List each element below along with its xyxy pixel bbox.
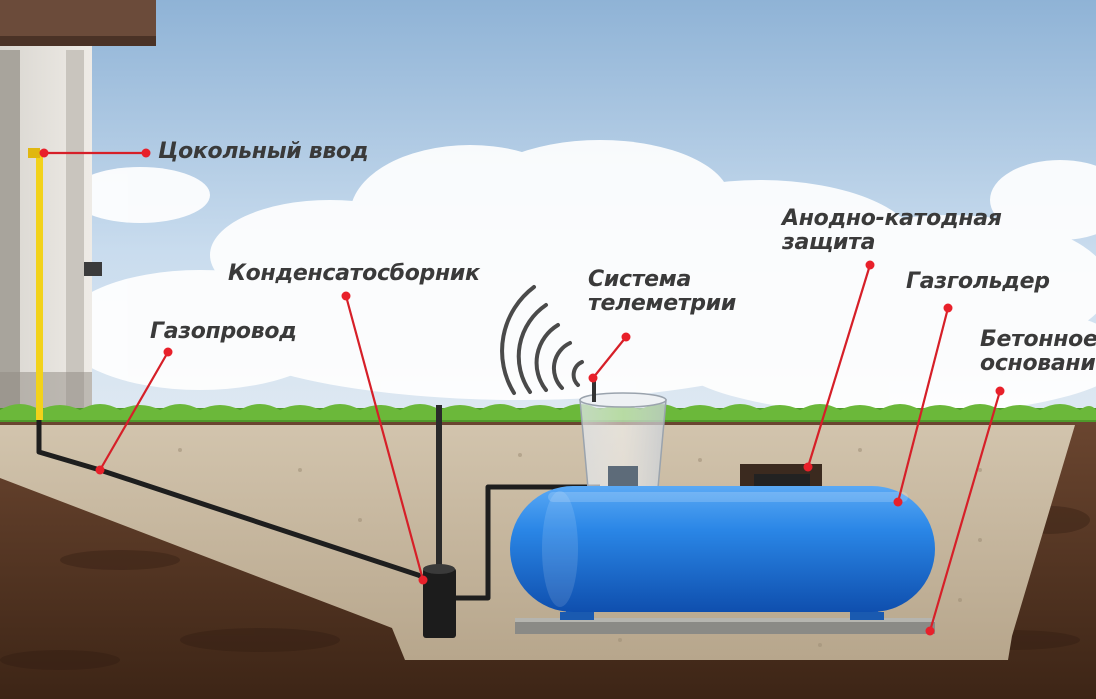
label-text: Бетонное: [980, 327, 1096, 352]
clouds: [60, 140, 1096, 415]
house: [0, 0, 156, 422]
wireless-signal-icon: [500, 285, 584, 395]
label-text: Конденсатосборник: [228, 261, 480, 286]
label-text: защита: [782, 230, 876, 255]
label-tsokolny-vvod: Цокольный ввод: [158, 139, 369, 164]
telemetry-unit: [579, 380, 667, 489]
label-text: основание: [980, 351, 1096, 376]
label-text: Анодно-катодная: [782, 206, 1002, 231]
label-text: Газгольдер: [906, 269, 1050, 294]
label-betonnoe-osnovanie: Бетонное основание: [980, 328, 1096, 376]
label-text: Цокольный ввод: [158, 139, 369, 164]
label-gazgolder: Газгольдер: [906, 270, 1050, 294]
label-kondensatosbornik: Конденсатосборник: [228, 262, 480, 286]
sand-texture: [178, 448, 982, 647]
leader-lines: [44, 151, 1002, 632]
gas-tank: [510, 486, 935, 620]
label-text: Газопровод: [150, 319, 297, 344]
leader-markers: [39, 148, 1005, 636]
label-sistema-telemetrii: Система телеметрии: [588, 268, 736, 316]
label-text: телеметрии: [588, 291, 736, 316]
label-gazoprovod: Газопровод: [150, 320, 297, 344]
condensate-collector: [423, 405, 456, 638]
label-anodno-katodnaya-zashchita: Анодно-катодная защита: [782, 207, 1002, 255]
label-text: Система: [588, 267, 692, 292]
